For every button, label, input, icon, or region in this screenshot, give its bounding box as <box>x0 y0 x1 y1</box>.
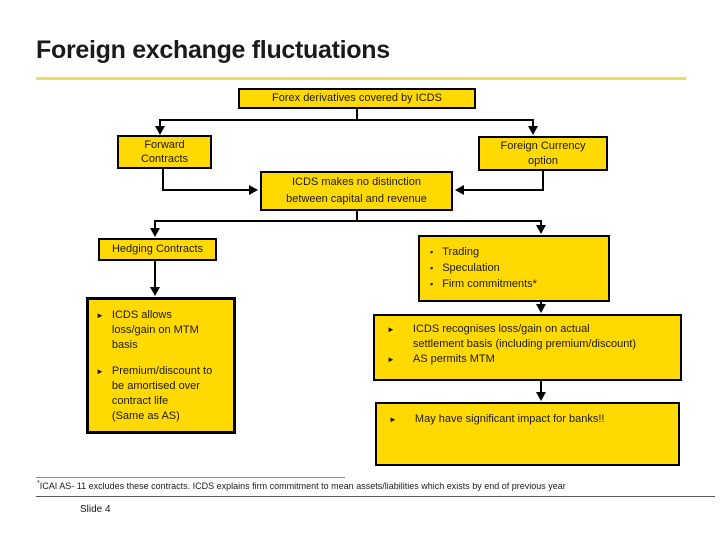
arrow-bullet-icon: ► <box>389 415 397 424</box>
trading-item-label: Trading <box>442 246 480 258</box>
forex-derivatives-box: Forex derivatives covered by ICDS <box>238 88 476 109</box>
arrow-bullet-icon: ► <box>96 367 104 376</box>
square-bullet-icon: ▪ <box>430 263 434 273</box>
settlement-item-label: ICDS recognises loss/gain on actual sett… <box>412 323 637 350</box>
impact-box: ► May have significant impact for banks!… <box>375 402 680 466</box>
list-item: ▪ Firm commitments* <box>428 276 600 292</box>
settlement-item-label: AS permits MTM <box>412 353 495 365</box>
trading-item-label: Firm commitments* <box>442 278 537 290</box>
impact-label: May have significant impact for banks!! <box>414 413 605 425</box>
list-item: ► ICDS recognises loss/gain on actual se… <box>383 322 672 352</box>
footnote-text: *ICAI AS- 11 excludes these contracts. I… <box>37 480 702 491</box>
list-item: ▪ Trading <box>428 244 600 260</box>
hedging-detail-label: Premium/discount to be amortised over co… <box>111 365 213 422</box>
footnote-body: ICAI AS- 11 excludes these contracts. IC… <box>39 481 566 491</box>
footnote-marker: * <box>37 480 40 487</box>
trading-list-box: ▪ Trading ▪ Speculation ▪ Firm commitmen… <box>418 235 610 302</box>
hedging-detail-label: ICDS allows loss/gain on MTM basis <box>111 309 199 351</box>
forward-contracts-box: Forward Contracts <box>117 135 212 169</box>
foreign-currency-option-box: Foreign Currency option <box>478 136 608 171</box>
connector-forward-to-nodistinction <box>162 168 258 195</box>
arrow-bullet-icon: ► <box>387 325 395 334</box>
square-bullet-icon: ▪ <box>430 247 434 257</box>
connector-fco-to-nodistinction <box>455 170 544 195</box>
slide-number: Slide 4 <box>80 504 111 515</box>
footnote-separator <box>36 477 345 478</box>
list-item: ► May have significant impact for banks!… <box>385 412 670 427</box>
list-item: ► ICDS allows loss/gain on MTM basis <box>96 308 229 353</box>
square-bullet-icon: ▪ <box>430 279 434 289</box>
footnote-underline <box>36 496 715 497</box>
trading-item-label: Speculation <box>442 262 500 274</box>
arrow-bullet-icon: ► <box>96 311 104 320</box>
settlement-basis-box: ► ICDS recognises loss/gain on actual se… <box>373 314 682 381</box>
hedging-detail-box: ► ICDS allows loss/gain on MTM basis ► P… <box>86 297 236 434</box>
page-title: Foreign exchange fluctuations <box>36 36 390 64</box>
list-item: ► AS permits MTM <box>383 352 672 367</box>
arrow-bullet-icon: ► <box>387 355 395 364</box>
list-item: ► Premium/discount to be amortised over … <box>96 364 229 424</box>
list-item: ▪ Speculation <box>428 260 600 276</box>
no-distinction-box: ICDS makes no distinction between capita… <box>260 171 453 211</box>
title-divider <box>36 77 686 80</box>
hedging-contracts-box: Hedging Contracts <box>98 238 217 261</box>
